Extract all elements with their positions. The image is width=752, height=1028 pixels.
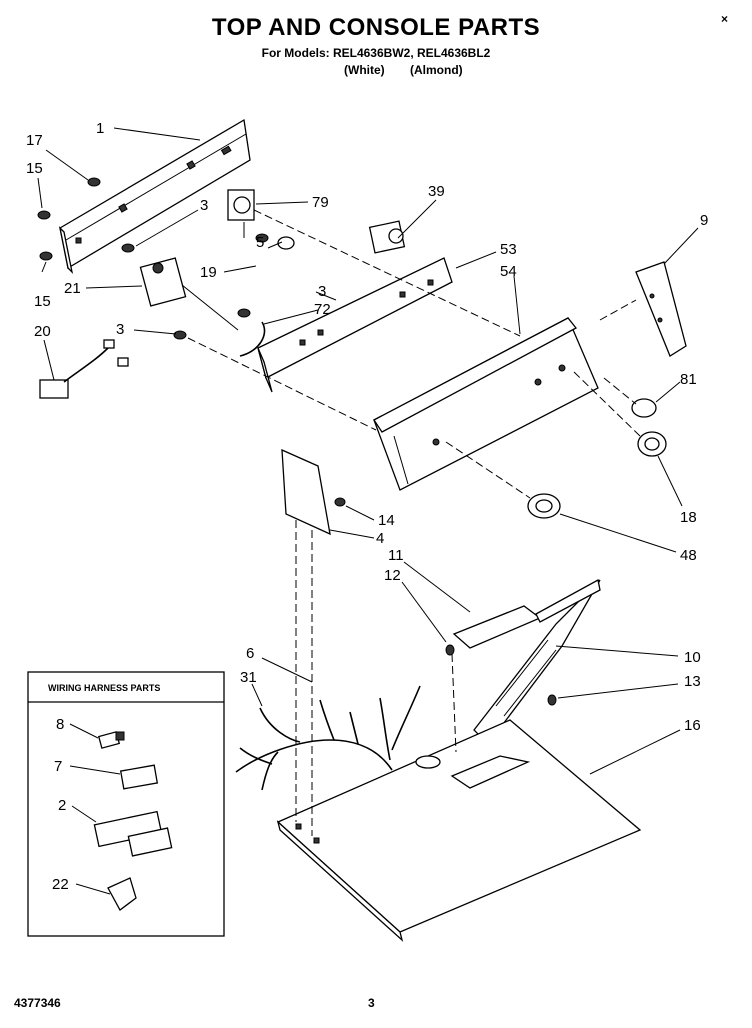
timer-part — [139, 257, 239, 331]
top-panel-16 — [276, 719, 642, 942]
callout-18: 18 — [680, 509, 697, 526]
callout-5: 5 — [256, 234, 264, 251]
page-title: TOP AND CONSOLE PARTS — [211, 14, 541, 41]
corner-mark: × — [720, 12, 728, 26]
callout-3-upper: 3 — [200, 197, 208, 214]
callout-81: 81 — [680, 371, 697, 388]
callout-53: 53 — [500, 241, 517, 258]
callout-4: 4 — [376, 530, 384, 547]
callout-21: 21 — [64, 280, 81, 297]
bracket-4 — [281, 448, 346, 536]
callout-9: 9 — [700, 212, 708, 229]
callout-leaders — [37, 127, 699, 775]
callout-20: 20 — [34, 323, 51, 340]
callout-72: 72 — [314, 301, 331, 318]
models-line: For Models: REL4636BW2, REL4636BL2 — [261, 46, 491, 60]
callout-14: 14 — [378, 512, 395, 529]
exhaust-duct-10 — [473, 579, 601, 745]
console-inner-panel — [257, 257, 453, 393]
knob-5 — [277, 236, 295, 250]
callout-10: 10 — [684, 649, 701, 666]
wiring-harness-inset: WIRING HARNESS PARTS 8 7 2 22 — [27, 671, 225, 937]
color-almond-label: (Almond) — [410, 63, 463, 77]
callout-17: 17 — [26, 132, 43, 149]
callout-48: 48 — [680, 547, 697, 564]
inset-callout-2: 2 — [58, 797, 66, 814]
callout-1: 1 — [96, 120, 104, 137]
inset-callout-8: 8 — [56, 716, 64, 733]
callout-19: 19 — [200, 264, 217, 281]
callout-13: 13 — [684, 673, 701, 690]
wire-72 — [239, 321, 266, 357]
switch-79 — [227, 189, 255, 238]
callout-79: 79 — [312, 194, 329, 211]
callout-6: 6 — [246, 645, 254, 662]
filter-cover-11 — [445, 605, 542, 656]
callout-12: 12 — [384, 567, 401, 584]
callout-11: 11 — [388, 547, 404, 564]
callout-15-lower: 15 — [34, 293, 51, 310]
alignment-lines — [187, 209, 641, 836]
callout-16: 16 — [684, 717, 701, 734]
callout-54: 54 — [500, 263, 517, 280]
wiring-harness-31 — [235, 685, 421, 791]
switch-39 — [368, 220, 406, 254]
screw-parts — [37, 177, 269, 340]
inset-callout-7: 7 — [54, 758, 62, 775]
end-cap-9 — [635, 261, 687, 357]
console-panel — [373, 317, 599, 491]
color-white-label: (White) — [344, 63, 385, 77]
footer-page-number: 3 — [368, 996, 375, 1010]
harness-connector-20 — [39, 339, 129, 399]
callout-39: 39 — [428, 183, 445, 200]
knob-parts — [527, 398, 667, 519]
footer-part-number: 4377346 — [14, 996, 61, 1010]
callout-3-middle: 3 — [318, 283, 326, 300]
callout-numbers: 1 17 15 3 79 39 9 5 53 54 19 21 15 3 72 … — [26, 120, 708, 734]
inset-title: WIRING HARNESS PARTS — [48, 683, 160, 693]
callout-31: 31 — [240, 669, 257, 686]
callout-3-lower: 3 — [116, 321, 124, 338]
inset-callout-22: 22 — [52, 876, 69, 893]
control-panel-bracket — [58, 118, 251, 274]
callout-15-upper: 15 — [26, 160, 43, 177]
